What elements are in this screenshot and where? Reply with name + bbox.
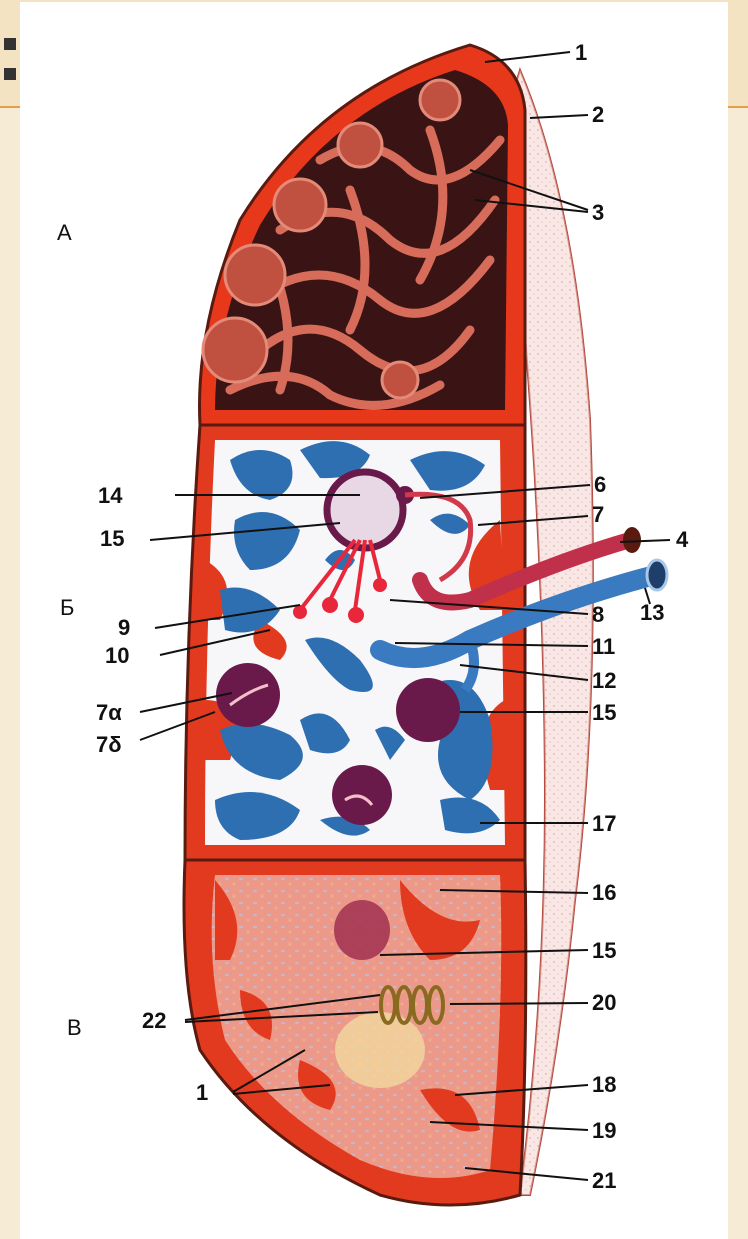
label-4: 4 <box>676 527 689 552</box>
label-20: 20 <box>592 990 616 1015</box>
label-19: 19 <box>592 1118 616 1143</box>
label-7a: 7α <box>96 700 122 725</box>
label-17: 17 <box>592 811 616 836</box>
label-12: 12 <box>592 668 616 693</box>
label-1-bottom: 1 <box>196 1080 208 1105</box>
label-6: 6 <box>594 472 606 497</box>
label-18: 18 <box>592 1072 616 1097</box>
section-label-c: В <box>67 1015 82 1040</box>
label-9: 9 <box>118 615 130 640</box>
label-14: 14 <box>98 483 123 508</box>
label-3: 3 <box>592 200 604 225</box>
artery-opening <box>623 527 641 553</box>
label-11: 11 <box>592 634 615 659</box>
lymphoid-follicle <box>396 678 460 742</box>
vein-opening <box>647 560 667 590</box>
label-15-a: 15 <box>100 526 124 551</box>
label-8: 8 <box>592 602 604 627</box>
label-16: 16 <box>592 880 616 905</box>
germinal-center <box>335 1012 425 1088</box>
label-15-c: 15 <box>592 938 616 963</box>
white-pulp-follicle-central <box>327 472 403 548</box>
section-label-b: Б <box>60 595 74 620</box>
label-2: 2 <box>592 102 604 127</box>
label-21: 21 <box>592 1168 616 1193</box>
label-7: 7 <box>592 502 604 527</box>
section-label-a: А <box>57 220 72 245</box>
label-22: 22 <box>142 1008 166 1033</box>
follicle-cluster <box>334 900 390 960</box>
label-1-top: 1 <box>575 40 587 65</box>
label-10: 10 <box>105 643 129 668</box>
label-7b: 7δ <box>96 732 122 757</box>
lymphoid-follicle <box>332 765 392 825</box>
label-13: 13 <box>640 600 664 625</box>
label-15-b: 15 <box>592 700 616 725</box>
